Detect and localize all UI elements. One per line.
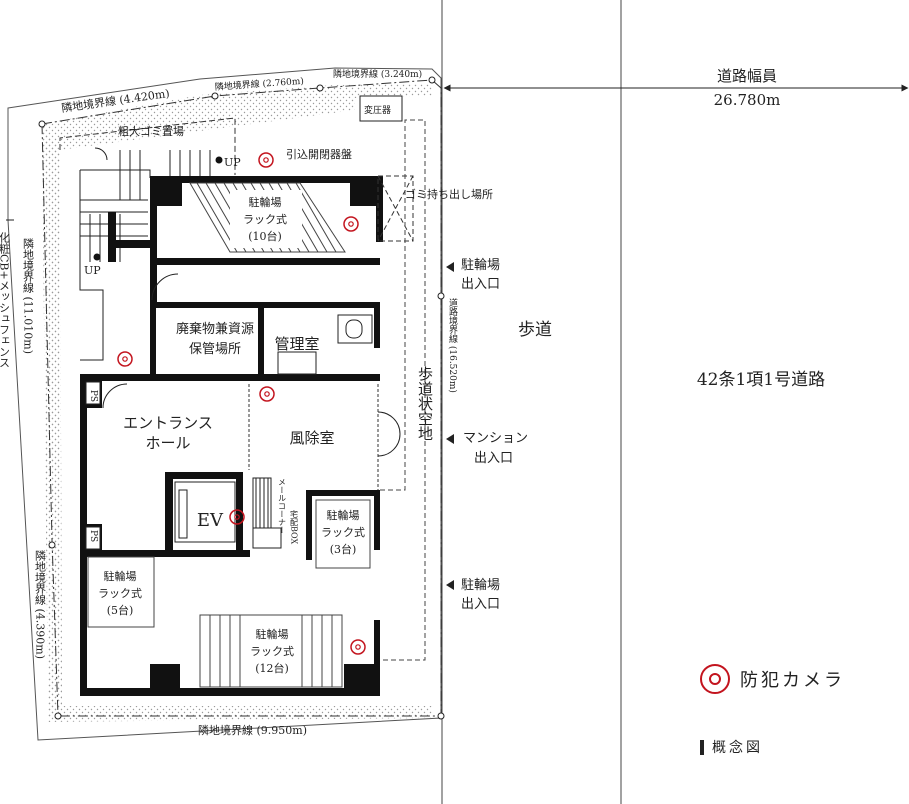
stair-up-dot-1 [215, 156, 223, 164]
bar-icon [700, 739, 704, 755]
bike-entry-2-label-2: 出入口 [461, 597, 500, 612]
road-width-value: 26.780m [714, 91, 781, 109]
boundary-road: 道路境界線 (16.520m) [447, 297, 458, 393]
bike-left-type: ラック式 [98, 587, 142, 600]
entry-arrows [446, 262, 454, 590]
boundary-top-right: 隣地境界線 (3.240m) [333, 68, 422, 80]
concept-note: 概念図 [700, 737, 763, 757]
boundary-left-upper: 隣地境界線 (11.010m) [22, 237, 35, 354]
camera-icon [700, 664, 730, 694]
bike-rack-top [189, 182, 346, 253]
manager-room-label: 管理室 [274, 335, 319, 353]
up-label-1: UP [224, 156, 241, 169]
switchgear-label: 引込開閉器盤 [286, 147, 352, 161]
waste-room-label: 廃棄物兼資源 [176, 321, 254, 337]
bike-room-top [150, 176, 383, 302]
bike-entry-1-label-2: 出入口 [461, 277, 500, 292]
entrance-hall-label: エントランス [123, 414, 213, 432]
stair-wall [108, 212, 116, 262]
ev-label: EV [197, 510, 224, 531]
boundary-bottom: 隣地境界線 (9.950m) [198, 723, 307, 737]
bike-room-bottom-walls [80, 620, 380, 696]
delivery-box [252, 527, 282, 549]
road-name-label: 42条1項1号道路 [697, 370, 825, 390]
manager-door [277, 351, 317, 375]
waste-room-label-2: 保管場所 [189, 342, 241, 357]
sidewalk-space-label: 歩道状空地 [416, 366, 434, 441]
bike-bottom-name: 駐輪場 [256, 627, 289, 641]
ps-label-1: PS [88, 390, 98, 402]
bike-room-mid-walls [306, 490, 380, 560]
bike-entry-1-label: 駐輪場 [461, 257, 500, 273]
up-label-2: UP [84, 264, 101, 277]
bike-room-top-bg [230, 190, 302, 248]
property-line [41, 79, 442, 717]
bike-rack-mid [315, 499, 371, 569]
middle-row-walls [80, 302, 380, 381]
windbreak-label: 風除室 [289, 429, 334, 447]
ps-label-2: PS [88, 530, 98, 542]
bulky-trash-label: 粗大ゴミ置場 [118, 124, 184, 138]
bike-top-name: 駐輪場 [249, 195, 282, 209]
stair-up-dot-2 [93, 253, 101, 261]
security-cameras [117, 152, 366, 655]
transformer-label: 変圧器 [364, 104, 391, 116]
bike-bottom-type: ラック式 [250, 645, 294, 658]
trash-out-area [377, 175, 414, 242]
mail-corner-label: メールコーナー [278, 478, 287, 534]
transformer-box [359, 95, 403, 122]
boundary-left-lower: 隣地境界線 (4.390m) [34, 549, 47, 659]
bike-bottom-count: (12台) [255, 661, 289, 675]
ps-box-1 [85, 381, 101, 405]
sidewalk-space [380, 119, 426, 661]
bike-left-count: (5台) [107, 603, 134, 617]
trash-out-label: ゴミ持ち出し場所 [405, 187, 493, 201]
entrance-hall-label-2: ホール [145, 434, 190, 452]
bike-top-count: (10台) [248, 229, 282, 243]
camera-legend-label: 防犯カメラ [740, 670, 845, 691]
ps-box-2 [85, 526, 101, 550]
mansion-entry-label-2: 出入口 [474, 451, 513, 466]
concept-label: 概念図 [712, 740, 763, 756]
stair-wall-2 [108, 240, 150, 248]
bike-entry-2-label: 駐輪場 [461, 577, 500, 593]
bike-rack-left [87, 556, 155, 628]
bike-left-name: 駐輪場 [104, 569, 137, 583]
bike-mid-count: (3台) [330, 542, 357, 556]
mansion-entry-label: マンション [463, 431, 528, 446]
delivery-box-label: 宅配BOX [290, 509, 299, 544]
bike-top-type: ラック式 [243, 213, 287, 226]
sidewalk-label: 歩道 [518, 320, 552, 340]
camera-legend: 防犯カメラ [700, 664, 845, 694]
planting-strip-left [42, 124, 62, 722]
bulky-trash-area [59, 117, 236, 175]
site-boundary [7, 67, 442, 741]
road-width-label: 道路幅員 [717, 67, 777, 85]
fence-label: 化粧CB+メッシュフェンス [0, 231, 11, 368]
bike-mid-type: ラック式 [321, 526, 365, 539]
bike-mid-name: 駐輪場 [327, 508, 360, 522]
